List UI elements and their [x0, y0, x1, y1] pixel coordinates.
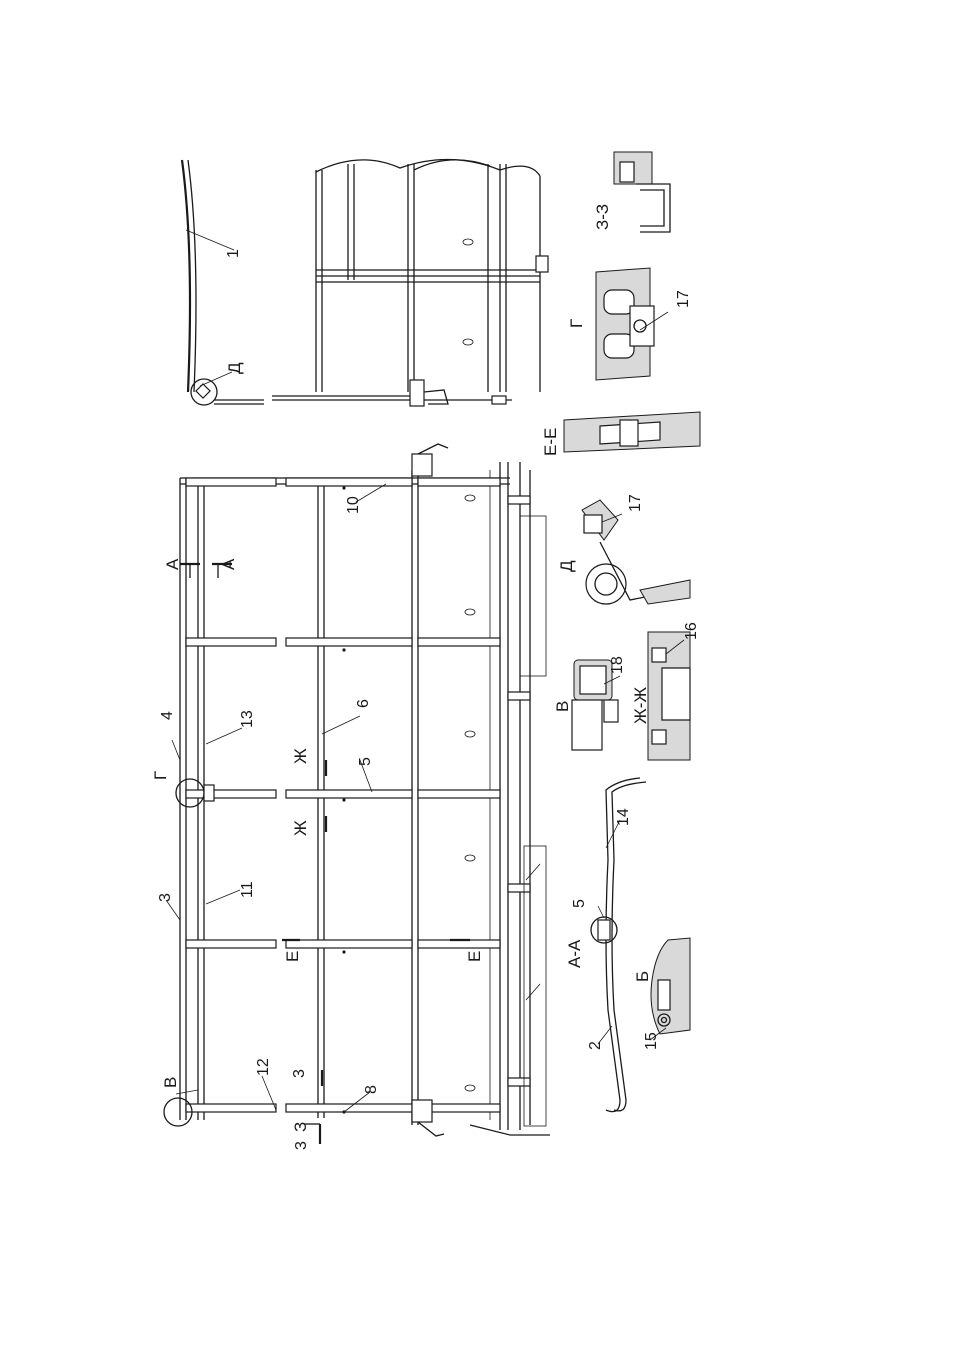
- label-callout-14: 14: [615, 808, 632, 826]
- label-callout-3c: 3: [293, 1141, 310, 1150]
- detail-b: [651, 938, 690, 1034]
- board-slots: [342, 486, 475, 1113]
- main-side-view: [164, 444, 550, 1136]
- label-view-g: Г: [151, 771, 170, 780]
- section-zz-view: [614, 152, 670, 232]
- label-callout-16: 16: [683, 622, 700, 640]
- label-callout-10: 10: [345, 496, 362, 514]
- label-callout-5a: 5: [357, 757, 374, 766]
- board-hinges: [508, 496, 546, 1126]
- label-view-v-detail: В: [553, 701, 572, 712]
- label-view-d: Д: [225, 362, 244, 374]
- label-callout-13: 13: [239, 710, 256, 728]
- label-section-zh-left: Ж: [291, 820, 310, 836]
- label-callout-11: 11: [239, 881, 256, 898]
- detail-g: [596, 268, 654, 380]
- section-aa-view: [591, 778, 646, 1112]
- label-callout-8: 8: [363, 1085, 380, 1094]
- label-section-e-left: Е: [283, 951, 302, 962]
- label-callout-3a: 3: [157, 893, 174, 902]
- section-markers: [180, 564, 470, 1144]
- detail-d: [582, 500, 690, 604]
- label-callout-1: 1: [225, 249, 242, 258]
- label-callout-3b: 3: [291, 1069, 308, 1078]
- label-view-v: В: [161, 1077, 180, 1088]
- label-section-zz: З-З: [593, 204, 612, 230]
- label-callout-18: 18: [609, 656, 626, 674]
- label-callout-15: 15: [643, 1032, 660, 1050]
- label-section-a-top: А: [163, 558, 182, 570]
- label-callout-6: 6: [355, 699, 372, 708]
- label-view-d-detail: Д: [557, 560, 576, 572]
- section-ee-view: [564, 412, 700, 452]
- label-section-ee: Е-Е: [541, 428, 560, 456]
- label-callout-17a: 17: [627, 494, 644, 512]
- label-callout-4: 4: [159, 711, 176, 720]
- label-section-a-bot: А: [219, 558, 238, 570]
- label-callout-17b: 17: [675, 290, 692, 308]
- label-callout-5b: 5: [571, 899, 588, 908]
- label-callout-12: 12: [255, 1058, 272, 1076]
- label-section-e-right: Е: [465, 951, 484, 962]
- label-section-aa: А-А: [565, 939, 584, 968]
- label-view-g-detail: Г: [567, 319, 586, 328]
- label-view-b: Б: [633, 971, 652, 982]
- label-section-z-bottom: З: [291, 1122, 310, 1132]
- label-section-zh-right: Ж: [291, 748, 310, 764]
- label-callout-2: 2: [587, 1041, 604, 1050]
- stakes: [186, 478, 500, 1112]
- label-section-zhzh: Ж-Ж: [631, 687, 650, 724]
